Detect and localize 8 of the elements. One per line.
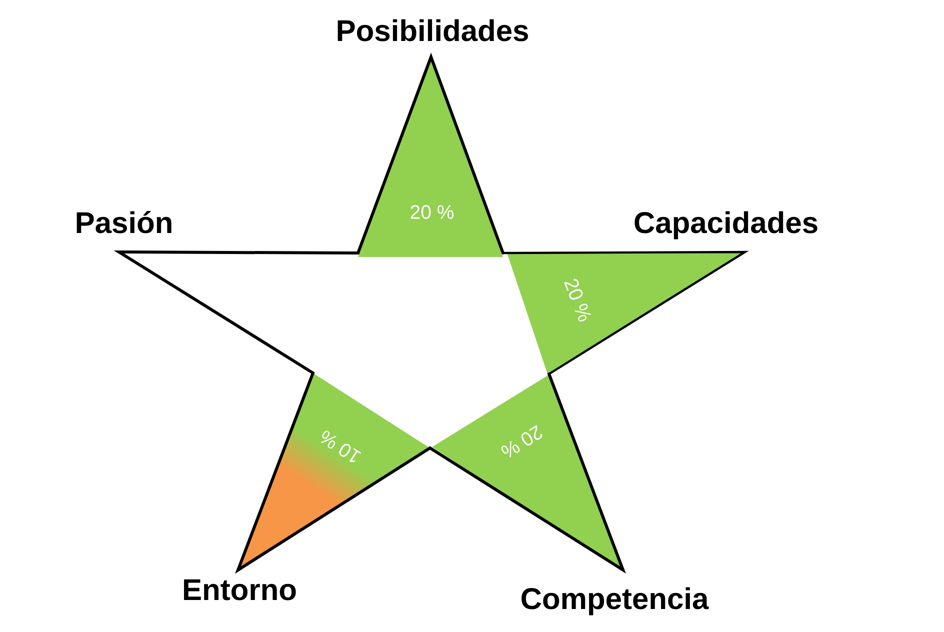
point-label: Competencia (522, 587, 709, 616)
point-label: Pasión (76, 211, 172, 234)
point-label: Posibilidades (338, 19, 528, 42)
star-point: 20 % (356, 52, 504, 257)
star-point: 20 % (428, 372, 626, 574)
point-label: Entorno (184, 579, 296, 600)
star-point: 20 % (502, 250, 749, 376)
point-label: Capacidades (634, 211, 818, 240)
